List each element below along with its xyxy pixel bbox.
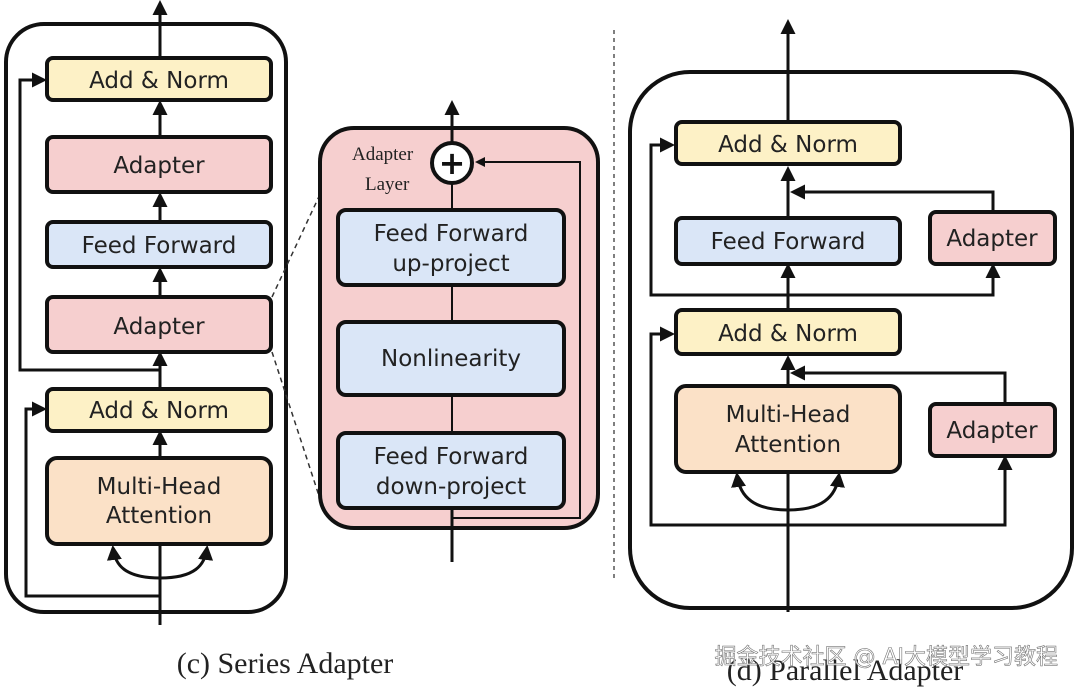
series-residual-lower	[24, 401, 160, 598]
parallel-adapter-caption: (d) Parallel Adapter	[727, 654, 964, 687]
series-add-norm-bottom-label: Add & Norm	[89, 398, 229, 424]
adapter-layer-label-line1: Adapter	[352, 144, 414, 165]
parallel-add-norm-bottom-label: Add & Norm	[718, 321, 858, 347]
series-adapter-top-label: Adapter	[113, 153, 205, 179]
layer-ff-down-line2: down-project	[376, 474, 526, 500]
zoom-connector-bottom	[271, 351, 323, 506]
series-adapter-top	[45, 135, 273, 194]
parallel-adapter-bottom-label: Adapter	[946, 418, 1038, 444]
series-attn-input-left	[106, 545, 161, 580]
parallel-mha-label-line1: Multi-Head	[726, 402, 851, 428]
series-mha-label-line2: Attention	[106, 503, 212, 529]
parallel-adapter-frame	[628, 70, 1074, 610]
adapter-layer-label-line2: Layer	[365, 174, 410, 195]
series-feed-forward-label: Feed Forward	[82, 233, 237, 259]
layer-ff-down-project	[336, 431, 566, 510]
series-adapter-mid	[45, 295, 273, 354]
layer-skip-connection	[452, 157, 581, 519]
adapter-layer-panel: + Adapter Layer Feed Forward up-project …	[318, 100, 600, 562]
series-residual-upper	[18, 72, 160, 372]
series-add-norm-top-label: Add & Norm	[89, 68, 229, 94]
parallel-residual-upper	[649, 137, 788, 297]
layer-add-circle	[430, 141, 474, 185]
parallel-mha-label-line2: Attention	[735, 432, 841, 458]
layer-nonlinearity	[336, 320, 566, 397]
parallel-residual-lower	[649, 326, 788, 527]
layer-ff-up-line1: Feed Forward	[374, 221, 529, 247]
layer-nonlinearity-label: Nonlinearity	[381, 346, 521, 372]
series-mha-label-line1: Multi-Head	[97, 474, 222, 500]
series-multi-head-attention	[45, 456, 273, 546]
parallel-add-norm-top-label: Add & Norm	[718, 132, 858, 158]
parallel-adapter-top-label: Adapter	[946, 226, 1038, 252]
series-attn-input-right	[159, 545, 214, 580]
series-feed-forward	[45, 220, 273, 269]
parallel-adapter-top-input	[788, 263, 1001, 297]
layer-ff-down-line1: Feed Forward	[374, 444, 529, 470]
parallel-adapter-panel: Add & Norm Feed Forward Adapter Add & No…	[628, 19, 1074, 687]
parallel-feed-forward-label: Feed Forward	[711, 229, 866, 255]
plus-icon: +	[439, 144, 466, 182]
parallel-adapter-top	[928, 210, 1057, 266]
layer-ff-up-line2: up-project	[392, 251, 509, 277]
series-add-norm-bottom	[45, 387, 273, 433]
parallel-attn-input-left	[731, 472, 789, 512]
layer-ff-up-project	[336, 208, 566, 287]
parallel-add-norm-bottom	[674, 308, 902, 356]
series-adapter-panel: Add & Norm Adapter Feed Forward Adapter …	[4, 0, 394, 680]
parallel-adapter-bottom	[928, 402, 1057, 458]
series-adapter-frame	[4, 22, 288, 614]
parallel-attn-input-right	[787, 472, 845, 512]
parallel-multi-head-attention	[674, 384, 902, 474]
series-adapter-caption: (c) Series Adapter	[177, 647, 394, 680]
series-adapter-mid-label: Adapter	[113, 314, 205, 340]
parallel-adapter-top-output	[790, 184, 995, 212]
parallel-add-norm-top	[674, 120, 902, 166]
watermark-text: 掘金技术社区 @ AI大模型学习教程	[714, 645, 1058, 670]
parallel-feed-forward	[674, 216, 902, 266]
series-add-norm-top	[45, 56, 273, 102]
parallel-adapter-bottom-input	[788, 455, 1013, 527]
parallel-adapter-bottom-output	[790, 365, 1007, 406]
